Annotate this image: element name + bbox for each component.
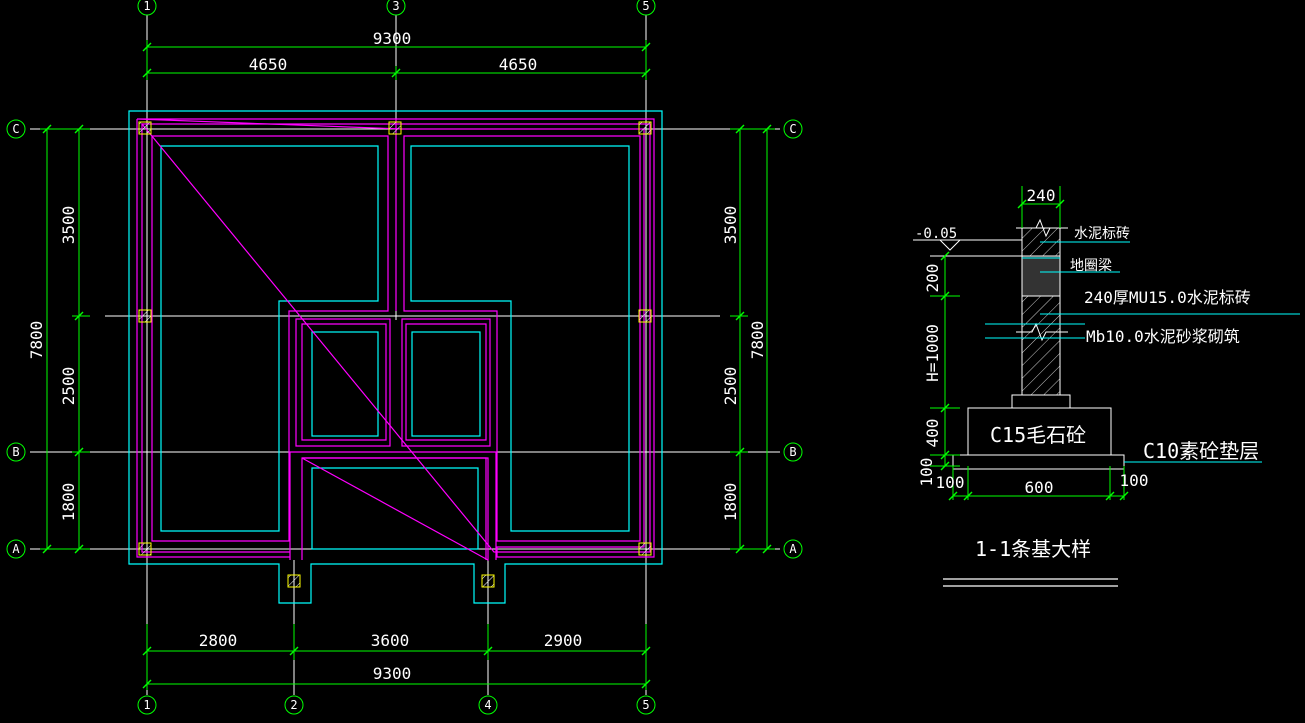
- column-a4[interactable]: [481, 574, 495, 588]
- leader-lines: [985, 241, 1300, 463]
- column-a1[interactable]: [138, 542, 152, 556]
- detail-dim-ticks: [940, 199, 1129, 501]
- label-cushion: C10素砼垫层: [1143, 439, 1259, 463]
- axis-bubble-top-1[interactable]: 1: [137, 0, 157, 16]
- dim-h: H=1000: [923, 324, 942, 382]
- dim-top-right: 4650: [499, 55, 538, 74]
- svg-text:C: C: [12, 122, 19, 136]
- axis-bubble-top-5[interactable]: 5: [636, 0, 656, 16]
- structural-columns: [138, 121, 652, 588]
- svg-text:2: 2: [290, 698, 297, 712]
- dim-right-a: 3500: [721, 206, 740, 245]
- svg-text:3: 3: [392, 0, 399, 13]
- dim-bottom-total: 9300: [373, 664, 412, 683]
- svg-text:A: A: [789, 542, 797, 556]
- axis-bubble-left-c[interactable]: C: [6, 119, 26, 139]
- dim-bottom-c: 2900: [544, 631, 583, 650]
- foundation-plan: 9300 4650 4650 2800 3600 2900 9300 7800 …: [6, 0, 803, 715]
- dim-right-b: 2500: [721, 367, 740, 406]
- footing-section-detail: -0.05 240 200 H=1000 400 100 10: [913, 186, 1300, 587]
- dim-bottom-a: 2800: [199, 631, 238, 650]
- svg-text:B: B: [12, 445, 19, 459]
- svg-text:4: 4: [484, 698, 491, 712]
- axis-bubble-top-3[interactable]: 3: [386, 0, 406, 16]
- axis-bubble-bottom-2[interactable]: 2: [284, 695, 304, 715]
- dim-left-c: 1800: [59, 483, 78, 522]
- dim-wall-thickness: 240: [1027, 186, 1056, 205]
- dim-right-total: 7800: [748, 321, 767, 360]
- detail-dimension-lines: [930, 186, 1125, 500]
- break-symbols: [1016, 218, 1068, 342]
- column-mid-1[interactable]: [138, 309, 152, 323]
- dim-left-a: 3500: [59, 206, 78, 245]
- column-a5[interactable]: [638, 542, 652, 556]
- svg-text:1: 1: [143, 698, 150, 712]
- dim-400: 400: [923, 419, 942, 448]
- svg-text:5: 5: [642, 698, 649, 712]
- axis-bubble-left-a[interactable]: A: [6, 539, 26, 559]
- axis-bubble-bottom-1[interactable]: 1: [137, 695, 157, 715]
- column-c3[interactable]: [388, 121, 402, 135]
- axis-bubble-right-c[interactable]: C: [783, 119, 803, 139]
- dimension-lines: [40, 40, 775, 690]
- label-mortar: Mb10.0水泥砂浆砌筑: [1086, 327, 1240, 346]
- dim-100-left: 100: [936, 473, 965, 492]
- dim-600: 600: [1025, 478, 1054, 497]
- dim-top-total: 9300: [373, 29, 412, 48]
- footing-outline: [128, 110, 663, 604]
- axis-bubble-right-b[interactable]: B: [783, 442, 803, 462]
- elevation-marker: [913, 239, 1022, 257]
- axis-bubble-right-a[interactable]: A: [783, 539, 803, 559]
- column-c5[interactable]: [638, 121, 652, 135]
- wall-cap: [1011, 394, 1071, 409]
- label-ring-beam: 地圈梁: [1070, 258, 1112, 274]
- column-mid-5[interactable]: [638, 309, 652, 323]
- detail-title: 1-1条基大样: [975, 537, 1091, 561]
- axis-bubble-bottom-4[interactable]: 4: [478, 695, 498, 715]
- dimension-ticks: [42, 42, 772, 689]
- svg-text:1: 1: [143, 0, 150, 13]
- svg-text:B: B: [789, 445, 796, 459]
- svg-text:A: A: [12, 542, 20, 556]
- dim-100-right: 100: [1120, 471, 1149, 490]
- axis-bubble-bottom-5[interactable]: 5: [636, 695, 656, 715]
- label-wall: 240厚MU15.0水泥标砖: [1084, 288, 1251, 307]
- cushion-layer[interactable]: [952, 454, 1125, 470]
- axis-bubbles: 1 3 5 1 2 4 5 C B A C B A: [6, 0, 803, 715]
- axis-bubble-left-b[interactable]: B: [6, 442, 26, 462]
- label-footing: C15毛石砼: [990, 423, 1086, 447]
- dim-bottom-b: 3600: [371, 631, 410, 650]
- dim-200: 200: [923, 264, 942, 293]
- dim-right-c: 1800: [721, 483, 740, 522]
- dim-top-left: 4650: [249, 55, 288, 74]
- column-c1[interactable]: [138, 121, 152, 135]
- column-a2[interactable]: [287, 574, 301, 588]
- wall-section[interactable]: [1021, 227, 1061, 396]
- elevation-value: -0.05: [915, 226, 957, 242]
- ring-beam-lines: [136, 118, 655, 562]
- dim-100-vertical: 100: [917, 458, 936, 487]
- svg-text:C: C: [789, 122, 796, 136]
- dim-left-total: 7800: [27, 321, 46, 360]
- label-brick: 水泥标砖: [1074, 226, 1130, 242]
- dim-left-b: 2500: [59, 367, 78, 406]
- svg-text:5: 5: [642, 0, 649, 13]
